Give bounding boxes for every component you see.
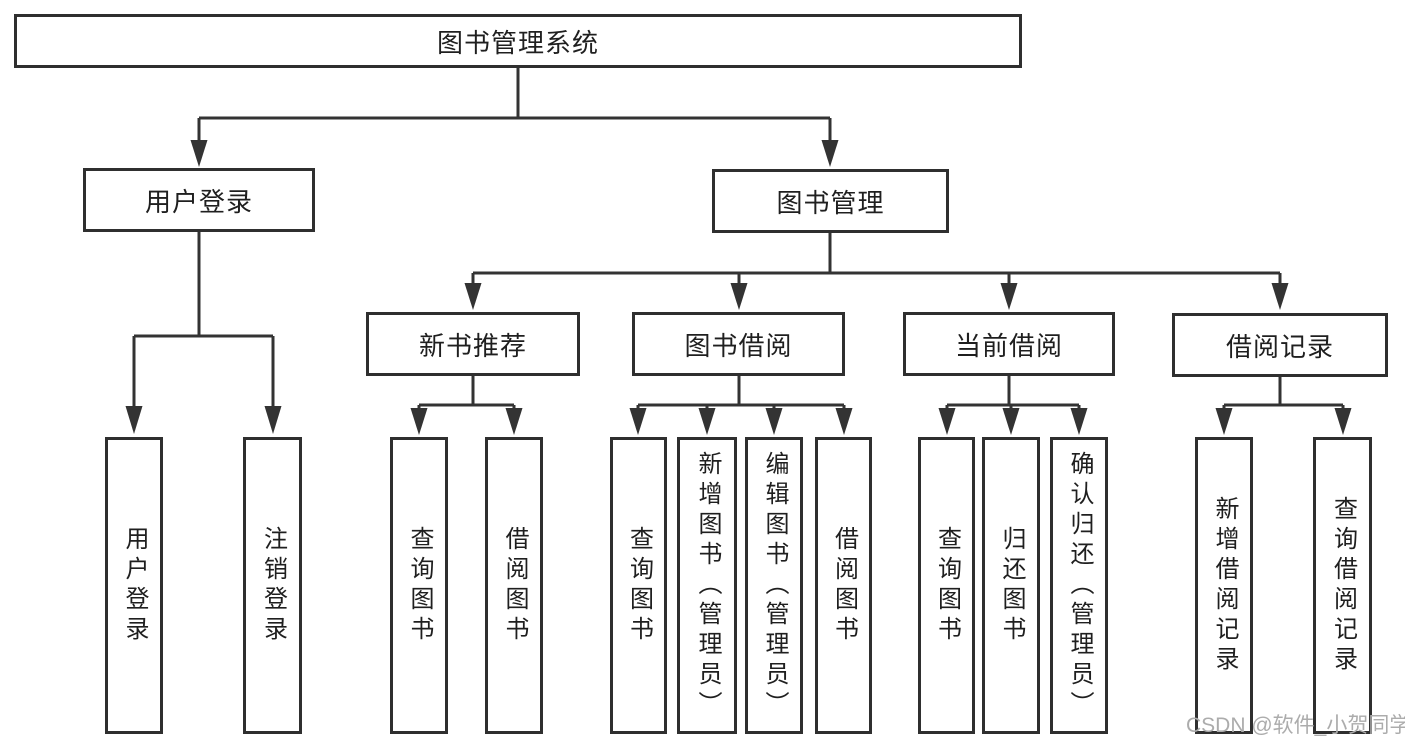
leaf-logout: 注销登录 [243,437,302,734]
node-new-book-recommend: 新书推荐 [366,312,580,376]
connector-book-borrow [629,376,853,435]
arrow-down-icon [125,406,143,434]
arrow-down-icon [698,408,716,435]
connector-borrow-records [1215,377,1352,435]
arrow-down-icon [1215,408,1233,435]
node-book-management-label: 图书管理 [776,187,885,218]
arrow-down-icon [1000,283,1018,310]
arrow-down-icon [1334,408,1352,435]
arrow-down-icon [629,408,647,435]
watermark: CSDN @软件_小贺同学 [1186,714,1405,737]
arrow-down-icon [821,140,839,167]
arrow-down-icon [264,406,282,434]
leaf-confirm-return-admin-label: 确认归还（管理员） [1066,450,1093,721]
node-book-management: 图书管理 [712,169,949,233]
connector-new-book [410,376,523,435]
arrow-down-icon [835,408,853,435]
leaf-user-login-label: 用户登录 [121,525,148,646]
arrow-down-icon [1070,408,1088,435]
arrow-down-icon [505,408,523,435]
leaf-add-borrow-record-label: 新增借阅记录 [1211,495,1238,676]
arrow-down-icon [938,408,956,435]
leaf-edit-book-admin-label: 编辑图书（管理员） [761,450,788,721]
connector-user-login [125,232,282,434]
leaf-query-borrow-record-label: 查询借阅记录 [1329,495,1357,676]
leaf-borrow-books-label: 借阅图书 [830,525,858,646]
node-borrow-records-label: 借阅记录 [1225,331,1334,362]
leaf-add-book-admin: 新增图书（管理员） [677,437,737,734]
leaf-query-books-current-label: 查询图书 [933,525,961,646]
node-root: 图书管理系统 [14,14,1022,68]
leaf-borrow-books-recommend-label: 借阅图书 [501,525,528,646]
leaf-borrow-books-recommend: 借阅图书 [485,437,543,734]
leaf-return-book: 归还图书 [982,437,1040,734]
connector-current-borrow [938,376,1088,435]
node-book-borrow: 图书借阅 [632,312,845,376]
arrow-down-icon [1271,283,1289,310]
arrow-down-icon [730,283,748,310]
leaf-query-borrow-record: 查询借阅记录 [1313,437,1372,734]
leaf-query-books-recommend: 查询图书 [390,437,448,734]
node-borrow-records: 借阅记录 [1172,313,1388,377]
leaf-query-books-current: 查询图书 [918,437,975,734]
node-user-login-label: 用户登录 [144,186,253,217]
arrow-down-icon [190,140,208,167]
leaf-add-book-admin-label: 新增图书（管理员） [694,450,721,721]
leaf-edit-book-admin: 编辑图书（管理员） [745,437,803,734]
leaf-return-book-label: 归还图书 [998,525,1025,646]
leaf-confirm-return-admin: 确认归还（管理员） [1050,437,1108,734]
arrow-down-icon [464,283,482,310]
node-user-login: 用户登录 [83,168,315,232]
node-current-borrow: 当前借阅 [903,312,1115,376]
leaf-query-books-borrow: 查询图书 [610,437,667,734]
node-new-book-recommend-label: 新书推荐 [418,330,527,361]
node-book-borrow-label: 图书借阅 [684,330,793,361]
arrow-down-icon [410,408,428,435]
node-root-label: 图书管理系统 [436,27,599,58]
leaf-query-books-borrow-label: 查询图书 [625,525,653,646]
node-current-borrow-label: 当前借阅 [954,330,1063,361]
arrow-down-icon [1002,408,1020,435]
leaf-logout-label: 注销登录 [259,525,287,646]
connector-book-management [464,233,1289,310]
leaf-borrow-books: 借阅图书 [815,437,872,734]
leaf-query-books-recommend-label: 查询图书 [406,525,433,646]
connector-root [190,68,839,167]
leaf-add-borrow-record: 新增借阅记录 [1195,437,1253,734]
arrow-down-icon [765,408,783,435]
leaf-user-login: 用户登录 [105,437,163,734]
